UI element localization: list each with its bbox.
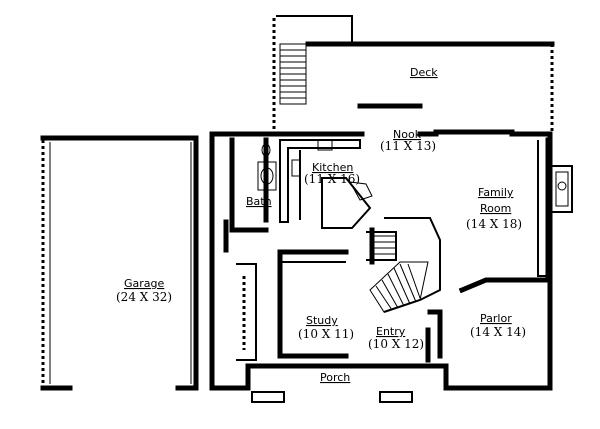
porch-steps <box>251 391 413 403</box>
porch-label: Porch <box>320 371 350 384</box>
fireplace <box>552 165 573 213</box>
deck-outline <box>272 15 555 132</box>
bath-fixtures <box>257 139 333 191</box>
entry-label: Entry <box>376 325 406 338</box>
entry-size: (10 X 12) <box>368 337 424 351</box>
deck-stairs <box>279 43 307 105</box>
kitchen-label: Kitchen <box>312 161 353 174</box>
parlor-label: Parlor <box>480 312 512 325</box>
bath-label: Bath <box>246 195 272 208</box>
family-room-label-2: Room <box>480 202 511 215</box>
house-exterior-walls <box>209 131 553 391</box>
family-room-label: Family <box>478 186 514 199</box>
study-size: (10 X 11) <box>298 327 354 341</box>
deck-label: Deck <box>410 66 438 79</box>
study-label: Study <box>306 314 338 327</box>
main-stairs <box>369 235 429 313</box>
family-room-size: (14 X 18) <box>466 217 522 231</box>
kitchen-size: (11 X 16) <box>304 172 360 186</box>
garage-label: Garage <box>124 277 165 290</box>
parlor-size: (14 X 14) <box>470 325 526 339</box>
garage-size: (24 X 32) <box>116 290 172 304</box>
nook-label: Nook <box>393 128 422 141</box>
nook-size: (11 X 13) <box>380 139 436 153</box>
garage-walls <box>40 135 199 391</box>
interior-walls <box>223 103 551 391</box>
